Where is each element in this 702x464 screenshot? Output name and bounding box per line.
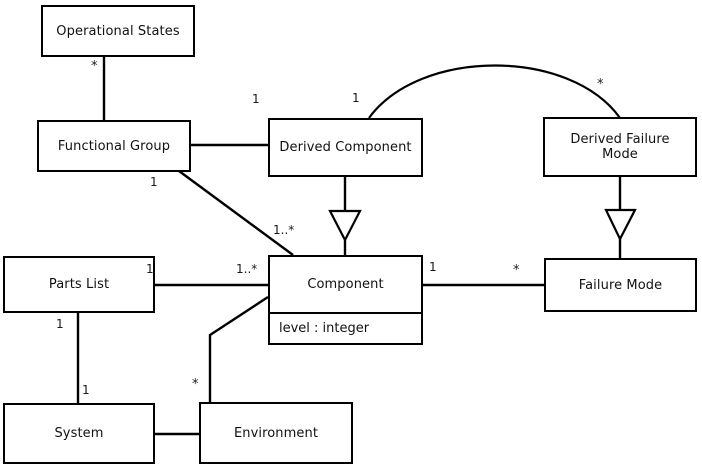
- class-name-system: System: [54, 426, 104, 441]
- class-name-component: Component: [307, 277, 384, 292]
- multiplicity-component-functional-group: 1..*: [273, 223, 295, 237]
- connector-environment-component: [208, 295, 269, 402]
- class-box-operational-states[interactable]: Operational States: [41, 5, 195, 57]
- multiplicity-derived-component-arc-end: 1: [352, 91, 360, 105]
- class-attribute-component-level: level : integer: [270, 312, 421, 343]
- class-box-system[interactable]: System: [3, 403, 155, 464]
- multiplicity-failure-mode-component: *: [513, 263, 520, 278]
- generalization-triangle-icon-component: [328, 209, 362, 243]
- class-box-parts-list[interactable]: Parts List: [3, 256, 155, 313]
- class-name-derived-component: Derived Component: [279, 140, 412, 155]
- multiplicity-functional-group-derived-component: 1: [252, 92, 260, 106]
- multiplicity-system-parts-list: 1: [82, 383, 90, 397]
- class-box-functional-group[interactable]: Functional Group: [37, 120, 191, 172]
- class-name-environment: Environment: [233, 425, 319, 441]
- multiplicity-functional-group-component: 1: [150, 175, 158, 189]
- connector-derived-component-derived-failure-mode: [368, 64, 621, 119]
- multiplicity-operational-states-end: *: [91, 59, 98, 74]
- multiplicity-derived-failure-mode-arc-end: *: [597, 77, 604, 92]
- multiplicity-component-failure-mode: 1: [429, 260, 437, 274]
- class-box-derived-failure-mode[interactable]: Derived Failure Mode: [543, 117, 697, 177]
- multiplicity-component-parts-list: 1..*: [236, 262, 258, 276]
- class-box-environment[interactable]: Environment: [199, 402, 353, 464]
- class-name-failure-mode: Failure Mode: [578, 277, 663, 293]
- connector-functional-group-component: [178, 170, 294, 256]
- generalization-triangle-icon-failure-mode: [604, 208, 637, 242]
- class-box-derived-component[interactable]: Derived Component: [268, 118, 423, 177]
- class-name-operational-states: Operational States: [56, 23, 180, 39]
- multiplicity-environment-component: *: [192, 377, 199, 392]
- class-box-failure-mode[interactable]: Failure Mode: [544, 258, 697, 312]
- multiplicity-parts-list-component: 1: [146, 262, 154, 276]
- class-name-functional-group: Functional Group: [57, 138, 171, 154]
- multiplicity-parts-list-system: 1: [56, 317, 64, 331]
- class-name-parts-list: Parts List: [48, 277, 110, 292]
- class-box-component[interactable]: Component level : integer: [268, 255, 423, 345]
- class-name-derived-failure-mode: Derived Failure Mode: [570, 132, 670, 162]
